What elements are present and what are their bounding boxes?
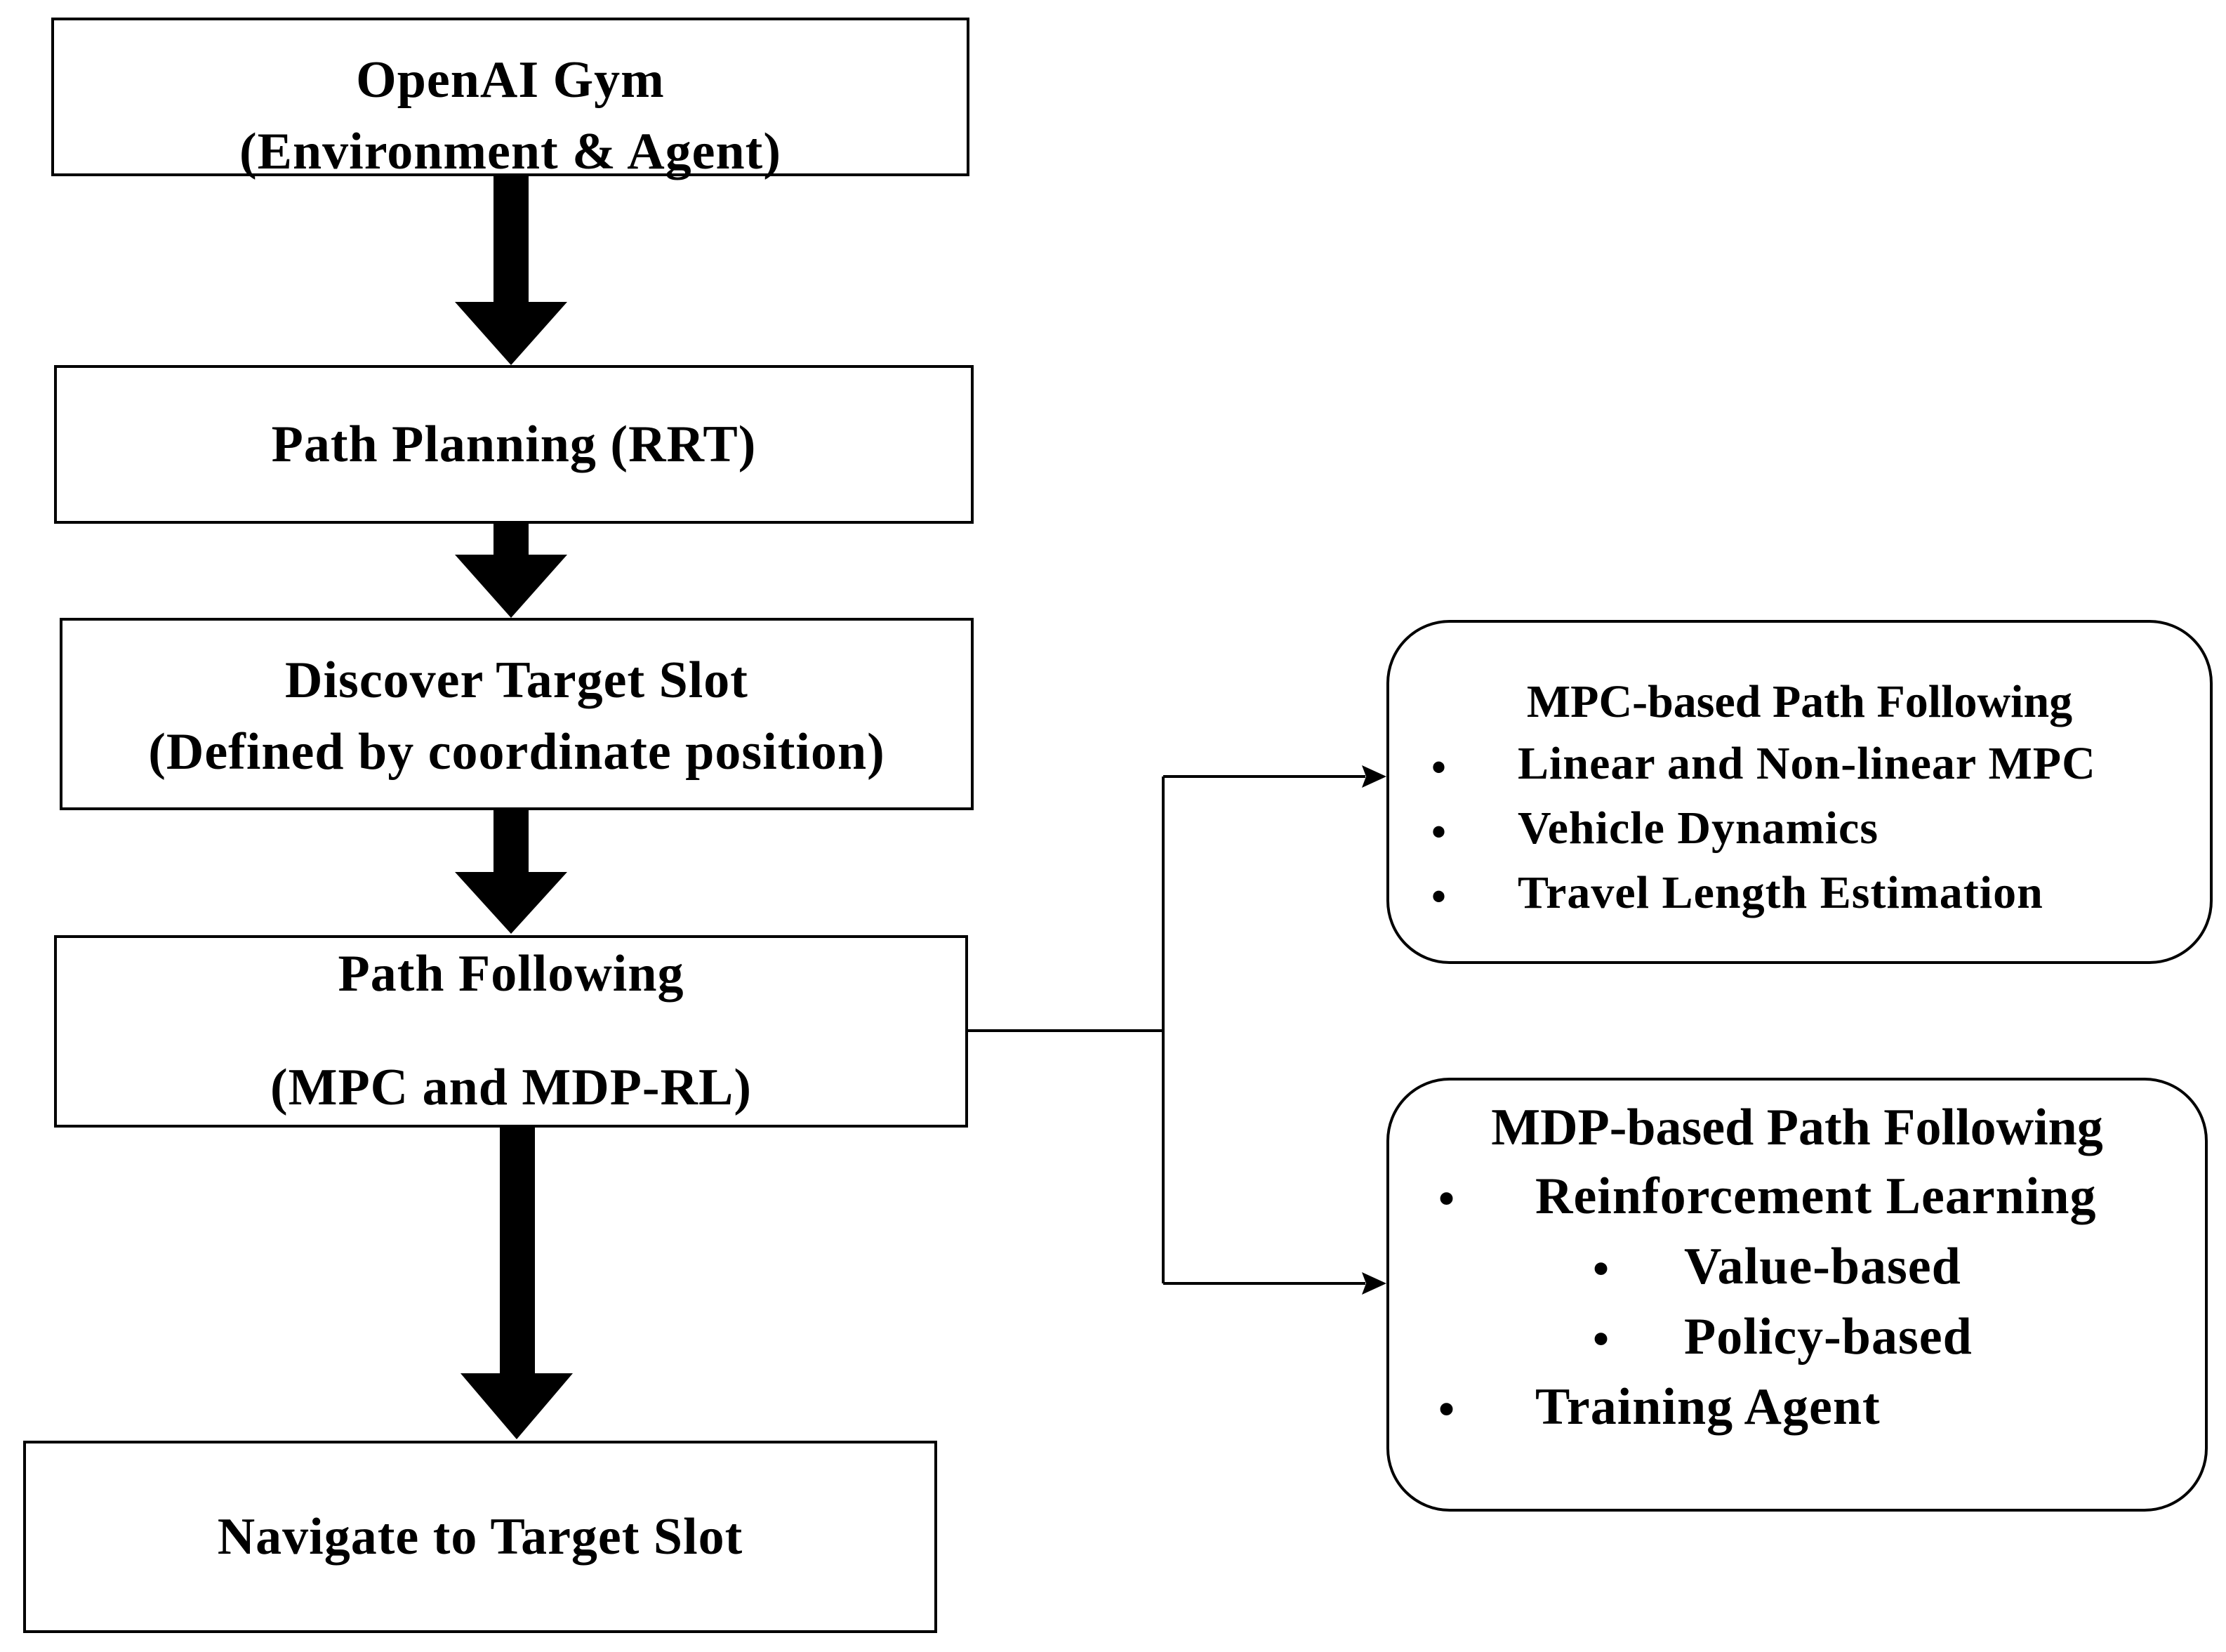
arrowhead-to-mdp (1362, 1272, 1386, 1295)
navigate-label: Navigate to Target Slot (217, 1508, 743, 1566)
path-following-subtitle: (MPC and MDP-RL) (270, 1059, 752, 1116)
mpc-bullet-3: • (1431, 873, 1447, 920)
arrow-gym-to-planning (455, 174, 567, 365)
discover-subtitle: (Defined by coordinate position) (148, 723, 885, 781)
mpc-item-2: Vehicle Dynamics (1518, 802, 1879, 854)
mpc-bullet-1: • (1431, 744, 1447, 791)
arrowhead-to-mpc (1362, 765, 1386, 788)
gym-box: OpenAI Gym (Environment & Agent) (51, 18, 969, 180)
mdp-item-reinforcement-learning: Reinforcement Learning (1535, 1168, 2097, 1225)
mdp-bullet-4: • (1438, 1384, 1455, 1435)
mdp-title: MDP-based Path Following (1491, 1099, 2103, 1156)
discover-box: Discover Target Slot (Defined by coordin… (60, 618, 974, 810)
mdp-bullet-1: • (1438, 1173, 1455, 1224)
mpc-item-3: Travel Length Estimation (1518, 867, 2043, 918)
gym-title: OpenAI Gym (356, 51, 665, 109)
mpc-box: MPC-based Path Following • Linear and No… (1386, 620, 2213, 964)
discover-title: Discover Target Slot (285, 652, 748, 709)
path-following-box: Path Following (MPC and MDP-RL) (54, 935, 968, 1128)
mpc-bullet-2: • (1431, 809, 1447, 855)
path-planning-label: Path Planning (RRT) (271, 416, 757, 473)
arrow-following-to-navigate (461, 1125, 573, 1439)
path-planning-box: Path Planning (RRT) (54, 365, 974, 524)
branch-connector (965, 775, 1365, 1285)
mdp-item-policy-based: Policy-based (1684, 1308, 1973, 1366)
mdp-item-value-based: Value-based (1684, 1238, 1961, 1295)
mdp-bullet-3: • (1593, 1314, 1610, 1365)
mdp-box: MDP-based Path Following • Reinforcement… (1386, 1078, 2208, 1512)
mdp-item-training-agent: Training Agent (1535, 1378, 1881, 1436)
mpc-title: MPC-based Path Following (1526, 676, 2073, 727)
mpc-item-1: Linear and Non-linear MPC (1518, 738, 2096, 789)
navigate-box: Navigate to Target Slot (23, 1441, 937, 1633)
mdp-bullet-2: • (1593, 1243, 1610, 1295)
path-following-title: Path Following (338, 945, 684, 1003)
arrow-planning-to-discover (455, 522, 567, 618)
gym-subtitle: (Environment & Agent) (239, 123, 781, 180)
arrow-discover-to-following (455, 809, 567, 934)
